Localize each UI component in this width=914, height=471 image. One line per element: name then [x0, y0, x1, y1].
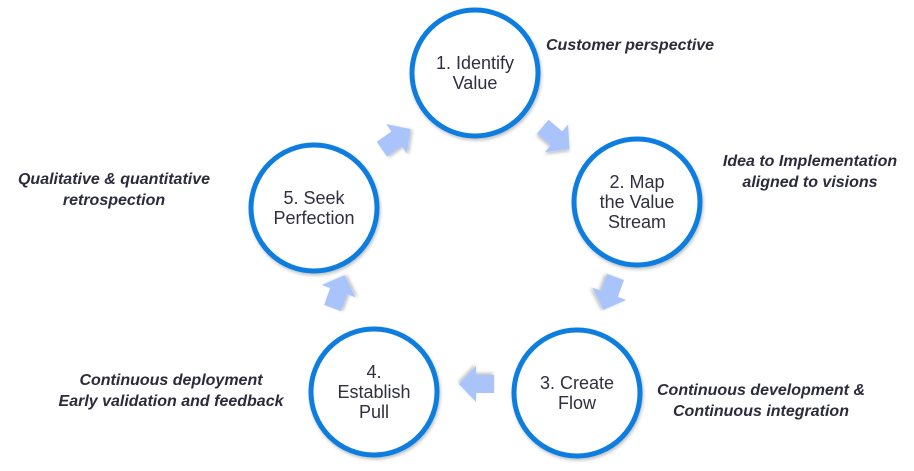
- arrow-icon: [321, 275, 356, 312]
- step-label-line: 2. Map: [609, 172, 664, 192]
- arrow-establish-pull-to-seek-perfection: [321, 275, 356, 312]
- step-label-line: Establish: [337, 382, 410, 402]
- note-establish-pull: Continuous deployment Early validation a…: [40, 370, 302, 412]
- step-label-line: Flow: [558, 393, 597, 413]
- step-circle: [409, 7, 541, 139]
- arrows-layer: [321, 119, 627, 402]
- step-circle: [308, 326, 440, 458]
- arrow-icon: [376, 124, 411, 157]
- step-circle: [571, 136, 703, 268]
- step-label-line: the Value: [600, 192, 675, 212]
- arrow-create-flow-to-establish-pull: [459, 366, 494, 402]
- note-line: aligned to visions: [742, 174, 878, 191]
- note-line: Continuous deployment: [79, 372, 263, 389]
- note-identify-value: Customer perspective: [546, 35, 714, 56]
- step-label-line: 1. Identify: [436, 53, 514, 73]
- step-label-line: Value: [453, 73, 498, 93]
- step-circle: [248, 142, 380, 274]
- note-seek-perfection: Qualitative & quantitative retrospection: [4, 169, 224, 211]
- step-label-line: 3. Create: [540, 373, 614, 393]
- note-line: Early validation and feedback: [58, 393, 284, 410]
- arrow-icon: [536, 119, 570, 153]
- step-circle: [511, 327, 643, 459]
- arrow-map-value-stream-to-create-flow: [592, 273, 627, 310]
- step-label-line: Pull: [359, 402, 389, 422]
- note-line: Qualitative & quantitative: [17, 171, 211, 188]
- step-label-line: Stream: [608, 212, 666, 232]
- note-line: Continuous development &: [657, 382, 865, 399]
- step-label-line: 4.: [366, 362, 381, 382]
- step-label-line: Perfection: [273, 208, 354, 228]
- arrow-seek-perfection-to-identify-value: [376, 124, 411, 157]
- note-create-flow: Continuous development & Continuous inte…: [650, 380, 872, 422]
- note-line: retrospection: [62, 192, 166, 209]
- note-map-value-stream: Idea to Implementation aligned to vision…: [710, 151, 910, 193]
- step-label-line: 5. Seek: [283, 188, 345, 208]
- arrow-icon: [459, 366, 494, 402]
- note-line: Customer perspective: [546, 37, 715, 54]
- note-line: Continuous integration: [673, 403, 849, 420]
- arrow-icon: [592, 273, 627, 310]
- arrow-identify-value-to-map-value-stream: [536, 119, 570, 153]
- note-line: Idea to Implementation: [722, 153, 898, 170]
